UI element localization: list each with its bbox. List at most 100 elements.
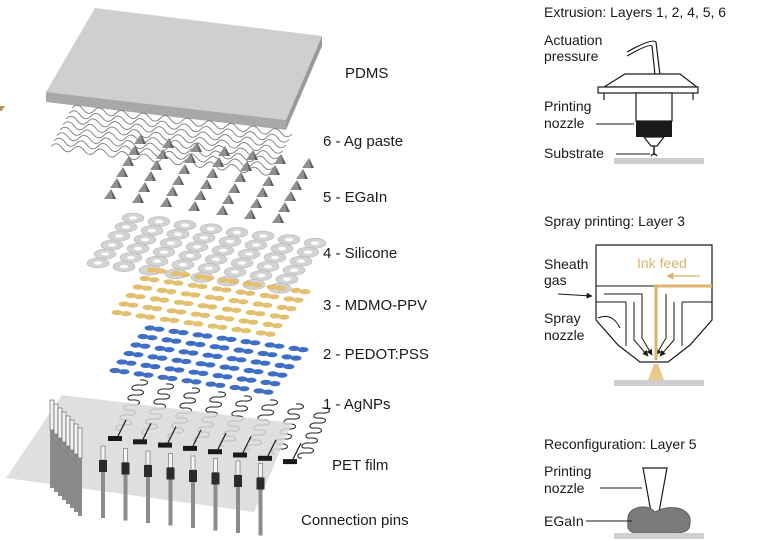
edge-connector xyxy=(73,423,79,455)
pedot-pss-dot xyxy=(177,330,189,336)
pedot-pss-dot xyxy=(240,339,252,345)
pet-trace xyxy=(142,423,152,440)
actuation-label-2: pressure xyxy=(544,48,599,64)
pet-pad xyxy=(258,455,272,461)
layer-stack xyxy=(0,8,331,536)
mdmo-ppv-dot xyxy=(120,311,132,317)
edge-connector xyxy=(61,411,67,443)
egain-cone-shade xyxy=(229,194,234,204)
ag-pad xyxy=(0,106,5,111)
pet-trace xyxy=(267,439,277,457)
label-pedot-pss: 2 - PEDOT:PSS xyxy=(323,346,429,363)
egain-cone-shade xyxy=(145,182,150,192)
pet-pad xyxy=(133,439,147,445)
pedot-pss-dot xyxy=(252,369,264,375)
pin-shaft xyxy=(236,487,240,533)
pedot-pss-dot xyxy=(249,340,261,346)
pin-tip xyxy=(235,460,241,476)
silicone-ring-hole xyxy=(193,245,201,249)
pin-collar xyxy=(121,462,130,475)
pedot-pss-dot xyxy=(229,384,241,391)
spray-nozzle-label-2: nozzle xyxy=(544,327,585,343)
pedot-pss-dot xyxy=(290,355,302,361)
mdmo-ppv-dot xyxy=(299,289,311,295)
pedot-pss-dot xyxy=(171,357,183,363)
mdmo-ppv-dot xyxy=(268,294,280,300)
mdmo-ppv-dot xyxy=(203,275,215,281)
egain-cone-shade xyxy=(279,213,284,223)
label-silicone: 4 - Silicone xyxy=(323,245,397,262)
ink-feed-label: Ink feed xyxy=(637,255,687,271)
silicone-ring-hole xyxy=(212,257,220,262)
mdmo-ppv-dot xyxy=(180,291,192,297)
egain-cone-shade xyxy=(281,154,286,164)
pedot-pss-dot xyxy=(242,348,254,354)
extrusion-title: Extrusion: Layers 1, 2, 4, 5, 6 xyxy=(544,4,726,20)
egain-cone-shade xyxy=(275,165,280,175)
silicone-ring-hole xyxy=(181,223,189,227)
mdmo-ppv-dot xyxy=(135,313,147,319)
reconfig-title: Reconfiguration: Layer 5 xyxy=(544,436,697,452)
egain-cone-shade xyxy=(223,205,228,215)
mdmo-ppv-dot xyxy=(196,283,208,290)
pedot-pss-dot xyxy=(146,335,158,341)
silicone-ring-hole xyxy=(245,252,253,256)
egain-cone-shade xyxy=(163,149,168,159)
mdmo-ppv-dot xyxy=(127,302,139,308)
mdmo-ppv-dot xyxy=(144,314,156,320)
edge-connector-pin xyxy=(74,454,78,512)
pedot-pss-dot xyxy=(202,352,214,358)
egain-cone-shade xyxy=(235,183,240,193)
pedot-pss-dot xyxy=(236,376,248,382)
silicone-ring-hole xyxy=(153,259,161,264)
mdmo-ppv-dot xyxy=(271,323,283,329)
egain-cone-shade xyxy=(151,171,156,181)
reconfig-nozzle-label-2: nozzle xyxy=(544,480,585,496)
pin-collar xyxy=(189,470,197,482)
mdmo-ppv-dot xyxy=(168,317,180,324)
spray-panel: Spray printing: Layer 3 Sheath gas Ink f… xyxy=(544,213,713,386)
silicone-ring-hole xyxy=(311,241,319,245)
pedot-pss-dot xyxy=(228,365,240,371)
mdmo-ppv-dot xyxy=(159,316,171,322)
pin-shaft xyxy=(258,489,263,536)
silicone-ring-hole xyxy=(207,227,215,231)
pin-shaft xyxy=(101,472,105,518)
mdmo-ppv-dot xyxy=(142,304,154,310)
mdmo-ppv-dot xyxy=(173,299,185,305)
sheath-label-2: gas xyxy=(544,272,567,288)
pin-shaft xyxy=(146,477,150,523)
egain-cone-shade xyxy=(241,172,246,182)
pedot-pss-dot xyxy=(147,354,159,360)
pin-shaft xyxy=(213,484,218,531)
pedot-pss-layer xyxy=(109,325,309,395)
edge-connector-pin xyxy=(66,446,70,504)
mdmo-ppv-dot xyxy=(228,298,240,304)
mdmo-ppv-dot xyxy=(275,285,287,291)
mdmo-ppv-dot xyxy=(111,309,123,316)
pedot-pss-dot xyxy=(163,347,175,353)
pedot-pss-dot xyxy=(185,340,197,346)
mdmo-ppv-dot xyxy=(197,303,209,309)
egain-cone-shade xyxy=(309,158,314,168)
pedot-pss-dot xyxy=(216,335,228,341)
mdmo-ppv-dot xyxy=(172,280,184,286)
edge-connector xyxy=(69,419,75,451)
egain-cone-shade xyxy=(253,150,258,160)
mdmo-ppv-dot xyxy=(207,323,219,329)
silicone-ring-hole xyxy=(186,254,194,258)
edge-connector-pin xyxy=(70,450,74,508)
silicone-ring-hole xyxy=(120,264,128,269)
silicone-ring-hole xyxy=(297,259,305,264)
pet-pad xyxy=(283,459,297,465)
pin-tip xyxy=(123,448,128,463)
pet-trace xyxy=(117,419,127,437)
pin-tip xyxy=(100,445,106,461)
mdmo-ppv-dot xyxy=(264,331,276,337)
pedot-pss-dot xyxy=(170,338,182,344)
silicone-ring-hole xyxy=(122,225,130,229)
mdmo-ppv-dot xyxy=(223,316,235,322)
pet-pad xyxy=(233,452,247,458)
silicone-ring-hole xyxy=(259,234,267,238)
egain-cone-shade xyxy=(111,189,116,199)
